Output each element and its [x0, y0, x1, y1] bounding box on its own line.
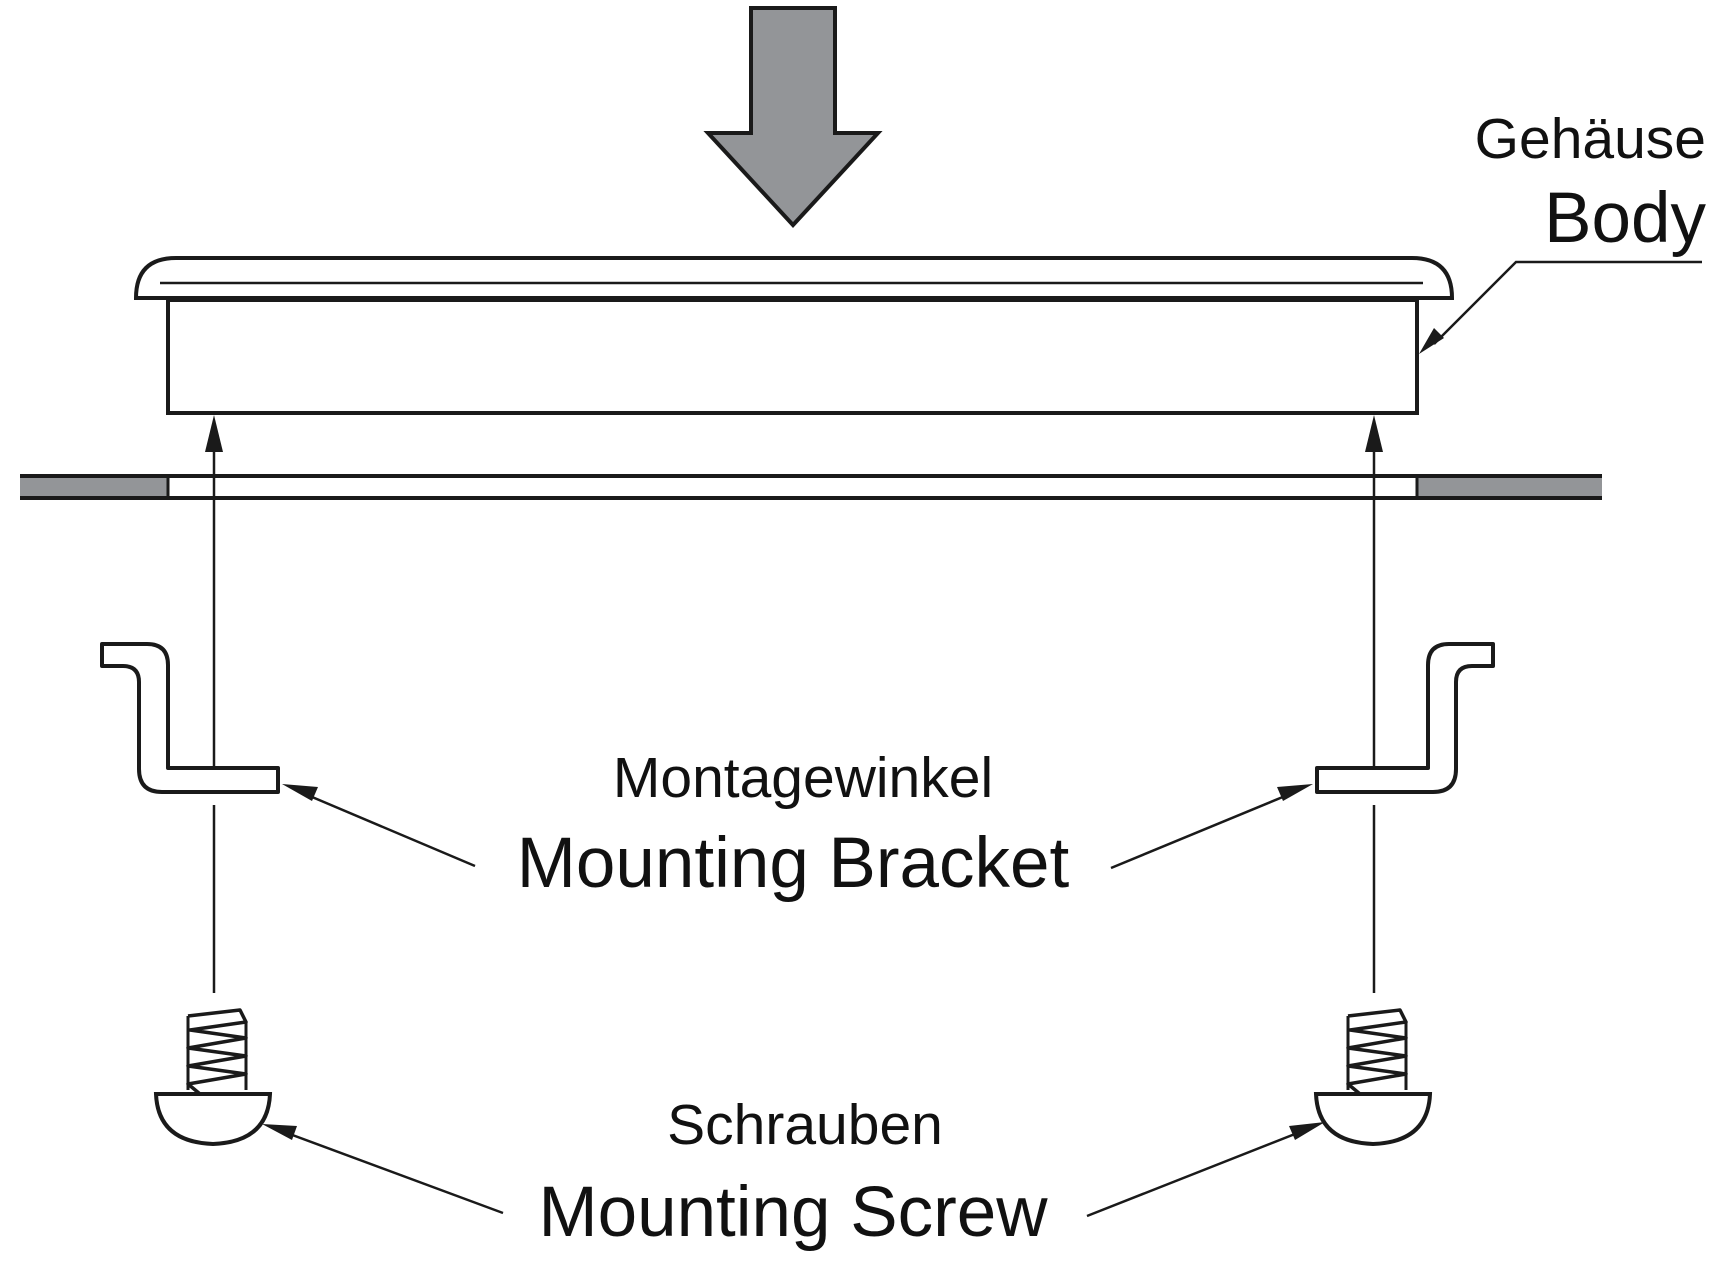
body-label-en: Body: [1544, 179, 1706, 258]
body-leader: [1419, 260, 1702, 354]
screw-leader-right: [1086, 1122, 1325, 1218]
mounting-bracket-right: [1315, 642, 1495, 794]
panel-left-section: [20, 476, 168, 498]
screw-leader-left-arrowhead: [262, 1124, 297, 1140]
bracket-leader-right-arrowhead: [1277, 784, 1313, 801]
screw-label-en: Mounting Screw: [538, 1173, 1048, 1252]
mounting-screw-right: [1313, 1008, 1433, 1147]
screw-right-head: [1313, 1092, 1433, 1147]
body-leader-line: [1433, 260, 1702, 345]
screw-leader-right-line: [1086, 1130, 1301, 1218]
body-frame: [166, 298, 1419, 415]
screw-leader-left: [262, 1124, 504, 1215]
screw-leader-left-line: [286, 1131, 504, 1215]
bracket-leader-left-arrowhead: [282, 784, 318, 801]
push-down-arrow: [703, 6, 883, 228]
bracket-leader-left-line: [304, 792, 476, 868]
body-housing: [133, 256, 1455, 415]
bracket-leader-right-line: [1110, 792, 1291, 870]
screw-left-head: [153, 1092, 273, 1147]
assembly-line-left: [205, 415, 223, 993]
screw-leader-right-arrowhead: [1289, 1122, 1325, 1140]
screw-right-thread: [1346, 1008, 1408, 1096]
assembly-arrowhead-right: [1365, 415, 1383, 452]
bracket-label-en: Mounting Bracket: [517, 824, 1070, 903]
screw-left-thread: [186, 1008, 248, 1096]
bracket-leader-right: [1110, 784, 1313, 870]
bracket-label-de: Montagewinkel: [613, 746, 993, 810]
mounting-screw-left: [153, 1008, 273, 1147]
mounting-panel: [20, 474, 1602, 500]
mounting-bracket-left: [100, 642, 280, 794]
body-rim: [133, 256, 1455, 300]
body-label-de: Gehäuse: [1475, 107, 1706, 171]
bracket-leader-left: [282, 784, 476, 868]
body-leader-arrowhead: [1419, 328, 1444, 354]
screw-label-de: Schrauben: [667, 1093, 943, 1157]
panel-right-section: [1417, 476, 1602, 498]
assembly-line-right: [1365, 415, 1383, 993]
assembly-arrowhead-left: [205, 415, 223, 452]
